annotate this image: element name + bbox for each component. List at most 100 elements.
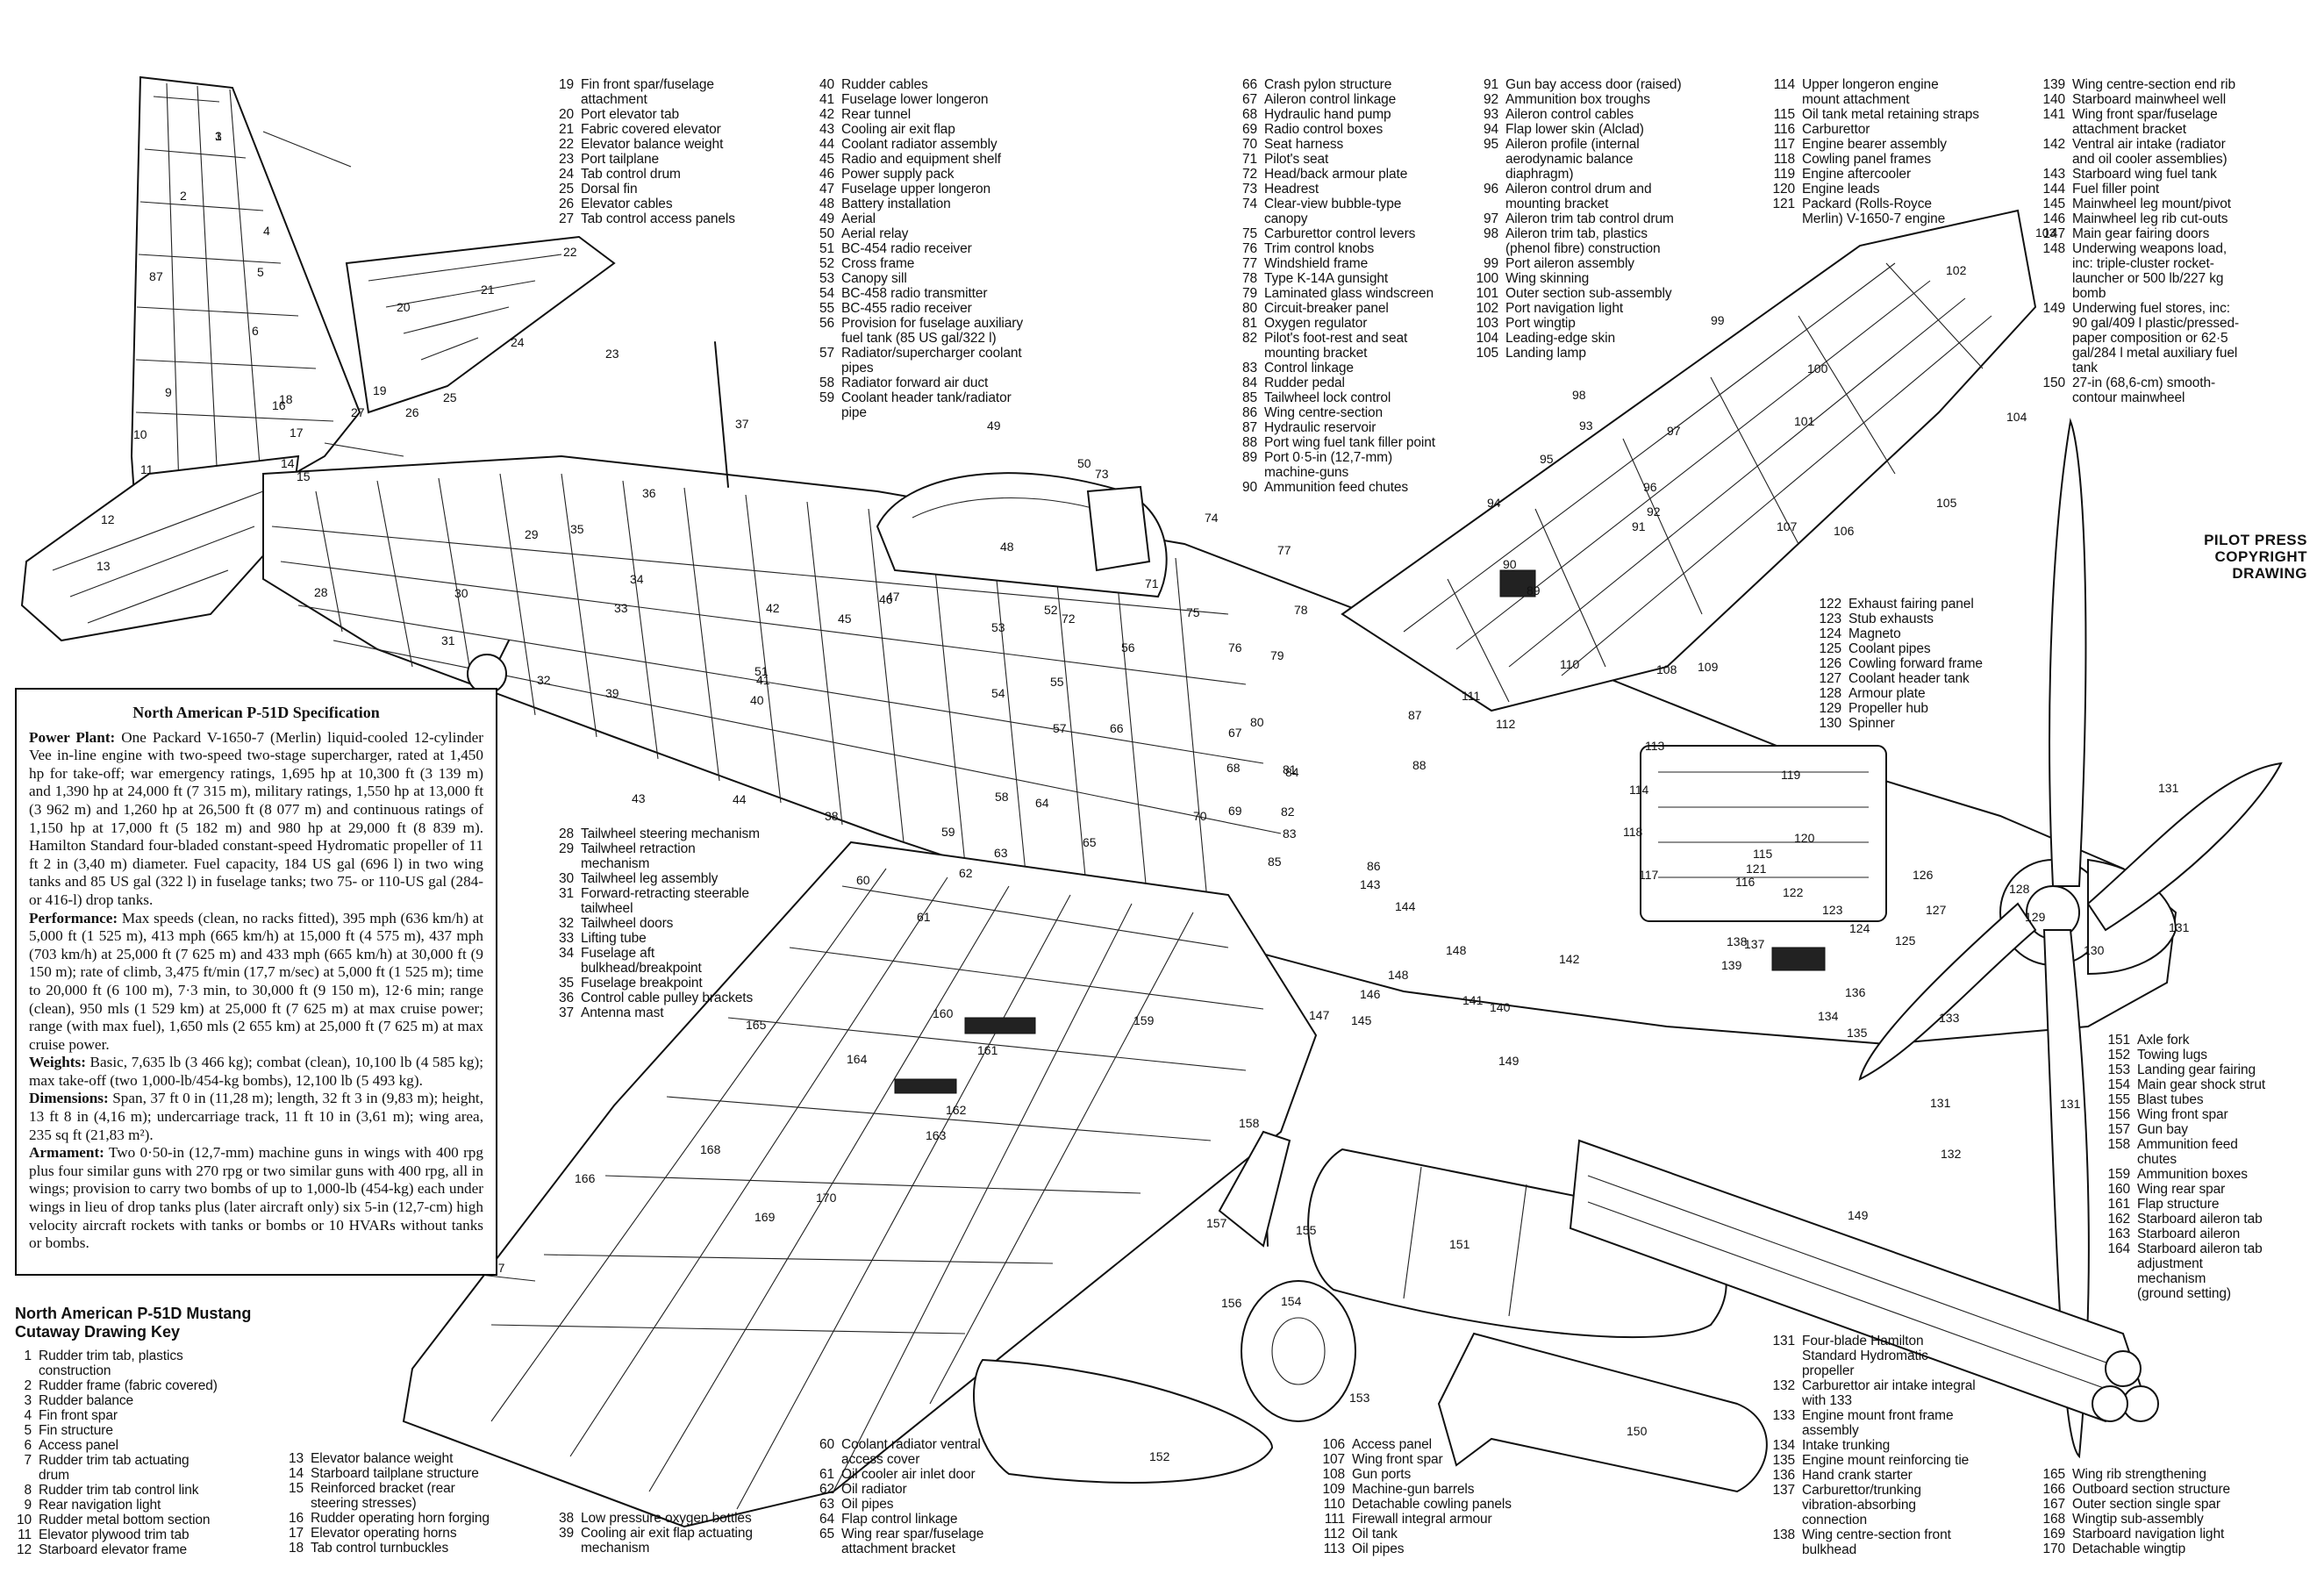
key-item-label: pipe <box>841 405 867 420</box>
callout-number: 4 <box>263 224 270 238</box>
key-item-label: Ammunition box troughs <box>1505 92 1650 107</box>
key-item-number: 113 <box>1323 1542 1346 1556</box>
key-item: 0construction <box>0 1363 218 1378</box>
key-item-label: Aileron control linkage <box>1264 92 1397 107</box>
key-item-label: Provision for fuselage auxiliary <box>841 316 1024 331</box>
key-item-label: Low pressure oxygen bottles <box>581 1511 752 1526</box>
callout-number: 156 <box>1221 1296 1242 1310</box>
callout-number: 63 <box>994 846 1008 860</box>
tailwheel <box>467 640 510 694</box>
key-item-label: (phenol fibre) construction <box>1505 241 1661 256</box>
key-item: 0connection <box>1763 1513 1976 1527</box>
callout-number: 159 <box>1133 1013 1155 1027</box>
key-item-label: Windshield frame <box>1264 256 1369 271</box>
key-item-number: 68 <box>1241 107 1257 122</box>
key-item-number: 168 <box>2042 1512 2065 1527</box>
callout-number: 145 <box>1351 1013 1372 1027</box>
callout-number: 42 <box>766 601 780 615</box>
key-item-number: 155 <box>2107 1092 2130 1107</box>
callout-number: 18 <box>279 392 293 406</box>
key-item-label: Wing front spar <box>2137 1107 2228 1122</box>
key-item-number: 52 <box>819 256 834 271</box>
key-item-label: Engine mount front frame <box>1802 1408 1954 1423</box>
key-item-number: 93 <box>1483 107 1498 122</box>
key-item-label: Upper longeron engine <box>1802 77 1939 92</box>
key-item-number: 104 <box>1476 331 1498 346</box>
callout-number: 114 <box>1629 783 1649 797</box>
key-item-label: and oil cooler assemblies) <box>2072 152 2227 167</box>
callout-number: 128 <box>2009 882 2030 896</box>
key-item-label: Hydraulic reservoir <box>1264 420 1377 435</box>
key-item-number: 105 <box>1476 346 1498 361</box>
key-item-number: 63 <box>819 1497 834 1512</box>
key-item-label: Radio and equipment shelf <box>841 152 1001 167</box>
key-item-number: 16 <box>288 1511 304 1526</box>
key-item-label: Fabric covered elevator <box>581 122 721 137</box>
starboard-wing <box>402 841 1318 1528</box>
key-item-label: Pilot's seat <box>1264 152 1329 167</box>
callout-number: 148 <box>1388 968 1409 982</box>
callout-number: 170 <box>816 1191 837 1205</box>
key-item-number: 44 <box>819 137 834 152</box>
key-item-label: Exhaust fairing panel <box>1848 597 1974 612</box>
callout-number: 161 <box>977 1043 998 1057</box>
callout-number: 67 <box>1228 726 1242 740</box>
key-item-number: 118 <box>1773 152 1796 167</box>
key-item-number: 14 <box>288 1466 304 1481</box>
callout-number: 165 <box>746 1018 767 1032</box>
key-item-label: Wingtip sub-assembly <box>2072 1512 2204 1527</box>
key-item-label: Firewall integral armour <box>1352 1512 1492 1527</box>
callout-number: 131 <box>2158 781 2179 795</box>
key-item-label: Gun ports <box>1352 1467 1412 1482</box>
key-item-label: Rudder pedal <box>1264 376 1345 390</box>
callout-number: 149 <box>1848 1208 1869 1222</box>
key-item-number: 86 <box>1241 405 1257 420</box>
key-item-label: Port aileron assembly <box>1505 256 1634 271</box>
callout-number: 112 <box>1496 717 1516 731</box>
key-item-label: Trim control knobs <box>1264 241 1375 256</box>
key-item-label: Cowling panel frames <box>1802 152 1932 167</box>
key-item-number: 165 <box>2042 1467 2065 1482</box>
key-item-number: 83 <box>1241 361 1257 376</box>
key-item-number: 4 <box>24 1408 32 1423</box>
callout-number: 103 <box>2035 225 2056 240</box>
key-item-label: Port tailplane <box>581 152 660 167</box>
callout-number: 22 <box>563 245 577 259</box>
key-item-label: Seat harness <box>1264 137 1344 152</box>
callout-number: 1 <box>215 129 222 143</box>
key-item-number: 111 <box>1324 1512 1345 1527</box>
key-item-number: 117 <box>1773 137 1796 152</box>
